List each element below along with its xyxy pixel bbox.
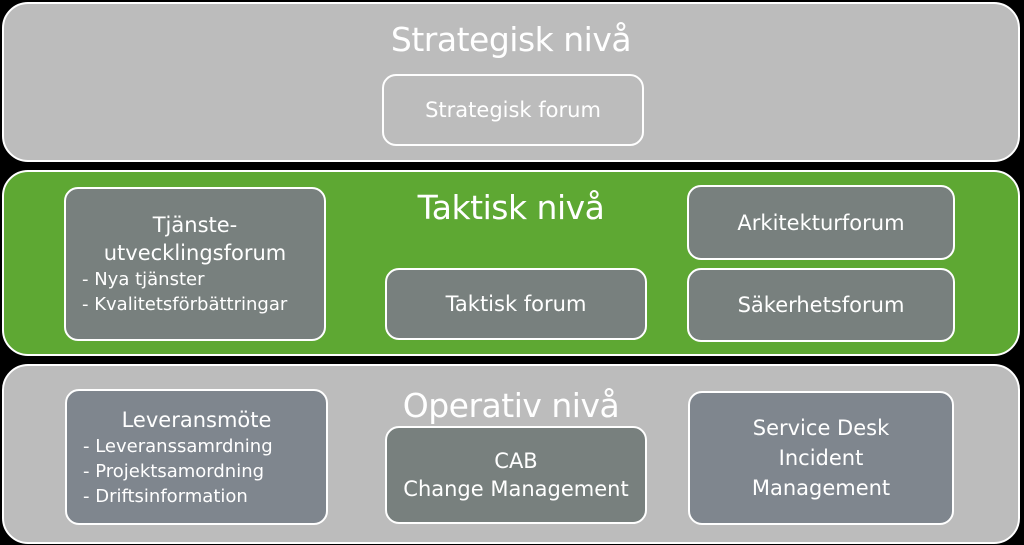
security-forum-box: Säkerhetsforum: [687, 268, 955, 342]
service-dev-item: - Kvalitetsförbättringar: [82, 294, 288, 315]
service-desk-box: Service Desk Incident Management: [688, 391, 954, 525]
operative-level-band: Operativ nivå Leveransmöte - Leveranssam…: [2, 364, 1020, 544]
cab-label: CAB: [494, 449, 538, 473]
service-desk-line3: Management: [751, 476, 891, 500]
service-desk-line2: Incident: [778, 446, 864, 470]
service-dev-title-line2: utvecklingsforum: [103, 241, 287, 265]
operative-level-title: Operativ nivå: [402, 386, 620, 425]
strategic-forum-label: Strategisk forum: [425, 98, 601, 122]
architecture-forum-box: Arkitekturforum: [687, 185, 955, 260]
service-dev-item: - Nya tjänster: [82, 269, 205, 290]
strategic-level-band: Strategisk nivå Strategisk forum: [2, 2, 1020, 162]
architecture-forum-label: Arkitekturforum: [737, 210, 905, 235]
cab-change-management-box: CAB Change Management: [385, 426, 647, 524]
strategic-level-title: Strategisk nivå: [390, 20, 632, 59]
delivery-item: - Driftsinformation: [83, 485, 248, 507]
tactical-forum-label: Taktisk forum: [445, 292, 587, 316]
delivery-meeting-box: Leveransmöte - Leveranssamrdning - Proje…: [65, 389, 328, 525]
tactical-forum-box: Taktisk forum: [385, 268, 647, 340]
strategic-forum-box: Strategisk forum: [382, 74, 644, 146]
tactical-level-title: Taktisk nivå: [417, 188, 605, 227]
service-development-forum-box: Tjänste- utvecklingsforum - Nya tjänster…: [64, 187, 326, 341]
service-dev-title-line1: Tjänste-: [152, 213, 238, 237]
delivery-meeting-title: Leveransmöte: [121, 407, 272, 432]
service-desk-line1: Service Desk: [752, 416, 890, 440]
security-forum-label: Säkerhetsforum: [737, 293, 905, 317]
tactical-level-band: Taktisk nivå Tjänste- utvecklingsforum -…: [2, 170, 1020, 356]
delivery-item: - Leveranssamrdning: [83, 435, 273, 457]
change-management-label: Change Management: [403, 477, 629, 501]
delivery-item: - Projektsamordning: [83, 460, 265, 482]
